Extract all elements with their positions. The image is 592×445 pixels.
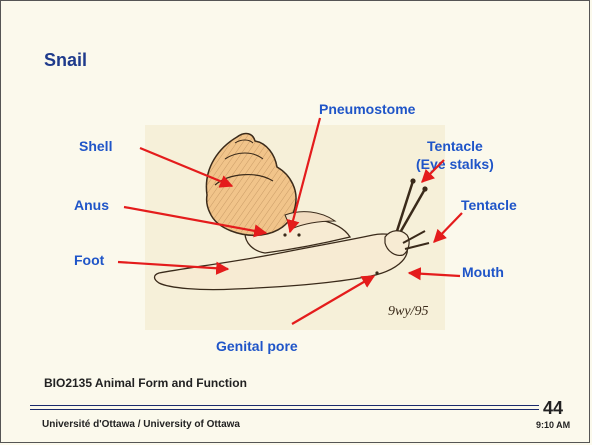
page-number: 44 xyxy=(539,398,567,419)
university-footer: Université d'Ottawa / University of Otta… xyxy=(42,419,240,430)
label-tentacle: Tentacle xyxy=(461,197,517,213)
label-pneumostome: Pneumostome xyxy=(319,101,415,117)
course-name: BIO2135 Animal Form and Function xyxy=(44,376,247,390)
label-tentacle-eye-line-2: (Eye stalks) xyxy=(416,155,494,173)
footer-rule-top xyxy=(30,405,562,406)
slide-time: 9:10 AM xyxy=(536,420,570,430)
label-shell: Shell xyxy=(79,138,112,154)
illustrator-signature: 9wy/95 xyxy=(388,304,428,319)
label-genital-pore: Genital pore xyxy=(216,338,298,354)
label-mouth: Mouth xyxy=(462,264,504,280)
label-tentacle-eye-line-1: Tentacle xyxy=(416,137,494,155)
label-tentacle-eye-stalks: Tentacle (Eye stalks) xyxy=(416,137,494,173)
label-anus: Anus xyxy=(74,197,109,213)
snail-illustration: 9wy/95 xyxy=(145,125,445,330)
slide-title: Snail xyxy=(44,50,87,71)
label-foot: Foot xyxy=(74,252,104,268)
footer-rule-bottom xyxy=(30,409,562,410)
